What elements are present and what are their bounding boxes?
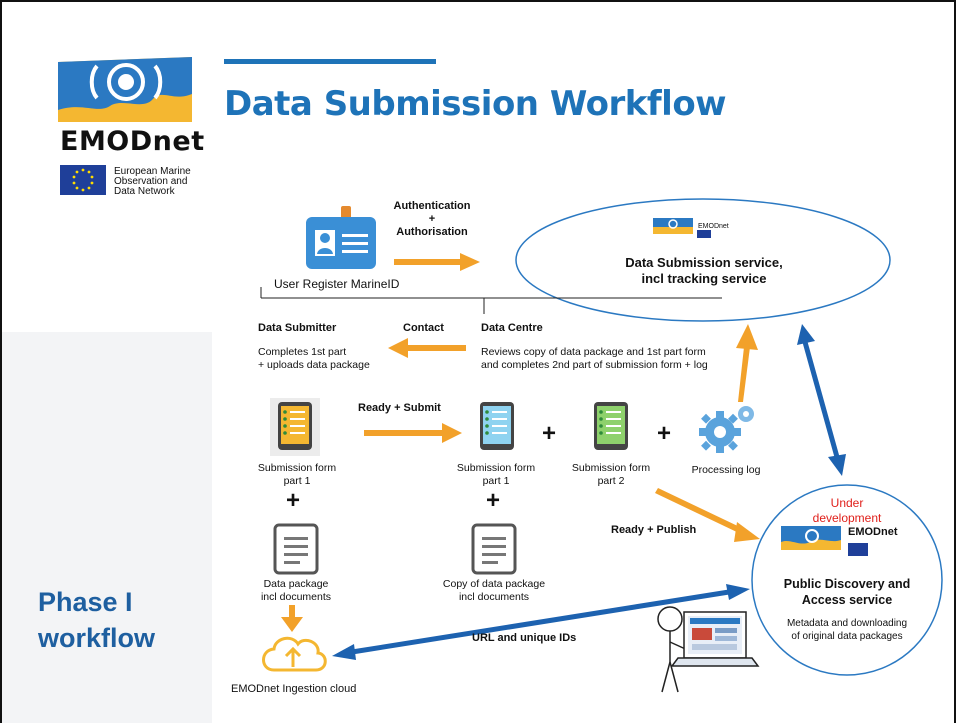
plus-sign: + <box>486 487 501 514</box>
ready-publish-label: Ready + Publish <box>611 524 697 536</box>
url-double-arrow <box>332 584 750 660</box>
auth-arrow <box>394 253 480 271</box>
mini-logo-word: EMODnet <box>698 223 729 230</box>
ingest-down-arrow <box>281 605 303 632</box>
submission-service-ellipse <box>515 198 891 322</box>
small-logo-word: EMODnet <box>848 526 898 538</box>
copy-data-package-label: Copy of data package incl documents <box>442 578 546 603</box>
id-card-icon <box>306 206 376 269</box>
ready-submit-arrow <box>364 423 462 443</box>
sync-double-arrow <box>797 324 846 476</box>
cloud-upload-icon <box>262 636 327 672</box>
logo-wordmark: EMODnet <box>60 126 205 157</box>
data-submitter-label: Data Submitter <box>258 322 337 334</box>
processing-log-label: Processing log <box>691 464 761 476</box>
plus-sign: + <box>542 420 557 447</box>
emodnet-mini-logo <box>653 218 711 238</box>
data-centre-label: Data Centre <box>481 322 543 334</box>
auth-label: Authentication + Authorisation <box>393 200 471 238</box>
document-icon <box>273 523 319 575</box>
under-development-label: Under development <box>812 496 882 525</box>
phase-label: Phase I workflow <box>38 587 156 653</box>
connector-lines <box>260 287 722 314</box>
submission-service-label: Data Submission service, incl tracking s… <box>625 255 783 286</box>
plus-sign: + <box>657 420 672 447</box>
contact-arrow <box>388 338 466 358</box>
public-service-label: Public Discovery and Access service <box>783 577 911 607</box>
log-up-arrow <box>736 324 758 402</box>
logo-subtitle: European Marine Observation and Data Net… <box>114 166 191 197</box>
user-register-label: User Register MarineID <box>274 277 400 291</box>
person-with-laptop-illustration <box>657 606 760 693</box>
title-rule <box>224 59 436 64</box>
contact-label: Contact <box>403 322 444 334</box>
emodnet-logo-emblem <box>58 57 192 122</box>
emodnet-logo-small <box>781 526 868 556</box>
form-part1-copy-icon <box>480 402 514 450</box>
ready-publish-arrow <box>655 488 760 542</box>
submitter-task: Completes 1st part + uploads data packag… <box>258 346 370 371</box>
eu-flag-icon <box>60 165 106 195</box>
page-title: Data Submission Workflow <box>224 84 727 124</box>
plus-sign: + <box>286 487 301 514</box>
data-package-label: Data package incl documents <box>260 578 332 603</box>
form-part1-icon <box>270 398 320 456</box>
centre-task: Reviews copy of data package and 1st par… <box>481 346 708 371</box>
form-part2-icon <box>594 402 628 450</box>
gear-icon <box>699 406 754 453</box>
form-part1-copy-label: Submission form part 1 <box>456 462 536 487</box>
ready-submit-label: Ready + Submit <box>358 402 441 414</box>
url-ids-label: URL and unique IDs <box>472 632 577 644</box>
public-service-desc: Metadata and downloading of original dat… <box>786 618 908 642</box>
background-band <box>2 332 212 723</box>
form-part2-label: Submission form part 2 <box>571 462 651 487</box>
document-copy-icon <box>471 523 517 575</box>
ingestion-cloud-label: EMODnet Ingestion cloud <box>231 683 357 695</box>
form-part1-label: Submission form part 1 <box>257 462 337 487</box>
